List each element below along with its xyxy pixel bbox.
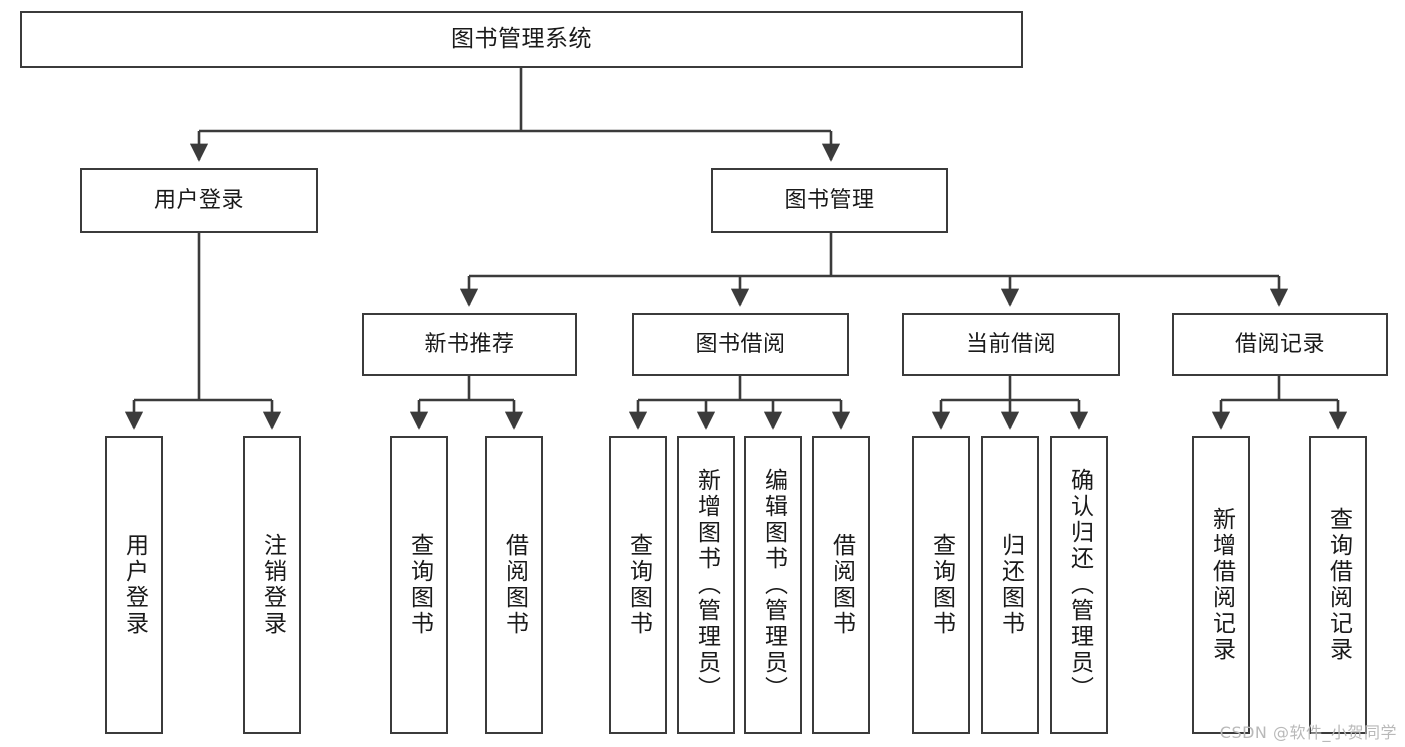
node-current-borrow-label: 当前借阅	[965, 331, 1056, 357]
leaf-add-book[interactable]: 新增图书（管理员）	[677, 436, 735, 734]
leaf-add-book-label: 新增图书（管理员）	[693, 468, 720, 702]
leaf-query-record-label: 查询借阅记录	[1325, 507, 1352, 663]
leaf-logout-login[interactable]: 注销登录	[243, 436, 301, 734]
leaf-confirm-return-label: 确认归还（管理员）	[1066, 468, 1093, 702]
leaf-add-record[interactable]: 新增借阅记录	[1192, 436, 1250, 734]
leaf-borrow-book-1[interactable]: 借阅图书	[485, 436, 543, 734]
leaf-borrow-book-2-label: 借阅图书	[828, 533, 855, 637]
node-user-login-label: 用户登录	[153, 187, 244, 213]
node-new-book-rec-label: 新书推荐	[424, 331, 515, 357]
node-book-borrow[interactable]: 图书借阅	[632, 313, 849, 376]
leaf-edit-book[interactable]: 编辑图书（管理员）	[744, 436, 802, 734]
node-user-login[interactable]: 用户登录	[80, 168, 318, 233]
leaf-confirm-return[interactable]: 确认归还（管理员）	[1050, 436, 1108, 734]
leaf-query-book-1-label: 查询图书	[406, 533, 433, 637]
leaf-query-record[interactable]: 查询借阅记录	[1309, 436, 1367, 734]
node-borrow-record-label: 借阅记录	[1234, 331, 1325, 357]
leaf-return-book[interactable]: 归还图书	[981, 436, 1039, 734]
leaf-logout-login-label: 注销登录	[259, 533, 286, 637]
leaf-borrow-book-1-label: 借阅图书	[501, 533, 528, 637]
node-new-book-rec[interactable]: 新书推荐	[362, 313, 577, 376]
leaf-return-book-label: 归还图书	[997, 533, 1024, 637]
leaf-query-book-1[interactable]: 查询图书	[390, 436, 448, 734]
node-current-borrow[interactable]: 当前借阅	[902, 313, 1120, 376]
node-root[interactable]: 图书管理系统	[20, 11, 1023, 68]
leaf-user-login-label: 用户登录	[121, 533, 148, 637]
node-book-borrow-label: 图书借阅	[695, 331, 786, 357]
leaf-query-book-3[interactable]: 查询图书	[912, 436, 970, 734]
leaf-borrow-book-2[interactable]: 借阅图书	[812, 436, 870, 734]
leaf-edit-book-label: 编辑图书（管理员）	[760, 468, 787, 702]
leaf-query-book-2-label: 查询图书	[625, 533, 652, 637]
csdn-watermark: CSDN @软件_小贺同学	[1219, 723, 1397, 742]
leaf-add-record-label: 新增借阅记录	[1208, 507, 1235, 663]
node-root-label: 图书管理系统	[451, 25, 592, 52]
node-book-manage[interactable]: 图书管理	[711, 168, 948, 233]
node-book-manage-label: 图书管理	[784, 187, 875, 213]
leaf-user-login[interactable]: 用户登录	[105, 436, 163, 734]
node-borrow-record[interactable]: 借阅记录	[1172, 313, 1388, 376]
leaf-query-book-3-label: 查询图书	[928, 533, 955, 637]
leaf-query-book-2[interactable]: 查询图书	[609, 436, 667, 734]
